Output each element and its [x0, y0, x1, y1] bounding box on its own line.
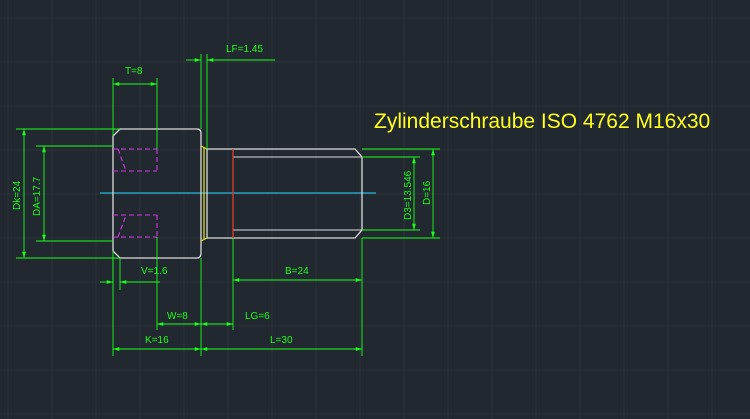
dim-label-t: T=8	[125, 66, 143, 77]
dim-label-b: B=24	[285, 266, 309, 277]
dim-label-d3: D3=13.546	[403, 170, 414, 220]
dim-label-k: K=16	[145, 335, 169, 346]
drawing-title: Zylinderschraube ISO 4762 M16x30	[374, 110, 710, 133]
dim-label-l: L=30	[270, 335, 293, 346]
screw-head	[112, 128, 202, 259]
dim-label-w: W=8	[167, 311, 188, 322]
dim-label-d: D=16	[422, 180, 433, 205]
dim-label-da: DA=17.7	[32, 176, 43, 216]
screw-outline	[112, 128, 363, 259]
dimension-lines	[16, 54, 440, 356]
hex-socket	[113, 148, 158, 238]
dim-label-v: V=1.6	[141, 266, 168, 277]
screw-shank	[207, 148, 363, 239]
dim-label-lg: LG=6	[245, 311, 270, 322]
dim-label-lf: LF=1.45	[226, 44, 263, 55]
dim-label-dk: Dk=24	[12, 180, 23, 210]
